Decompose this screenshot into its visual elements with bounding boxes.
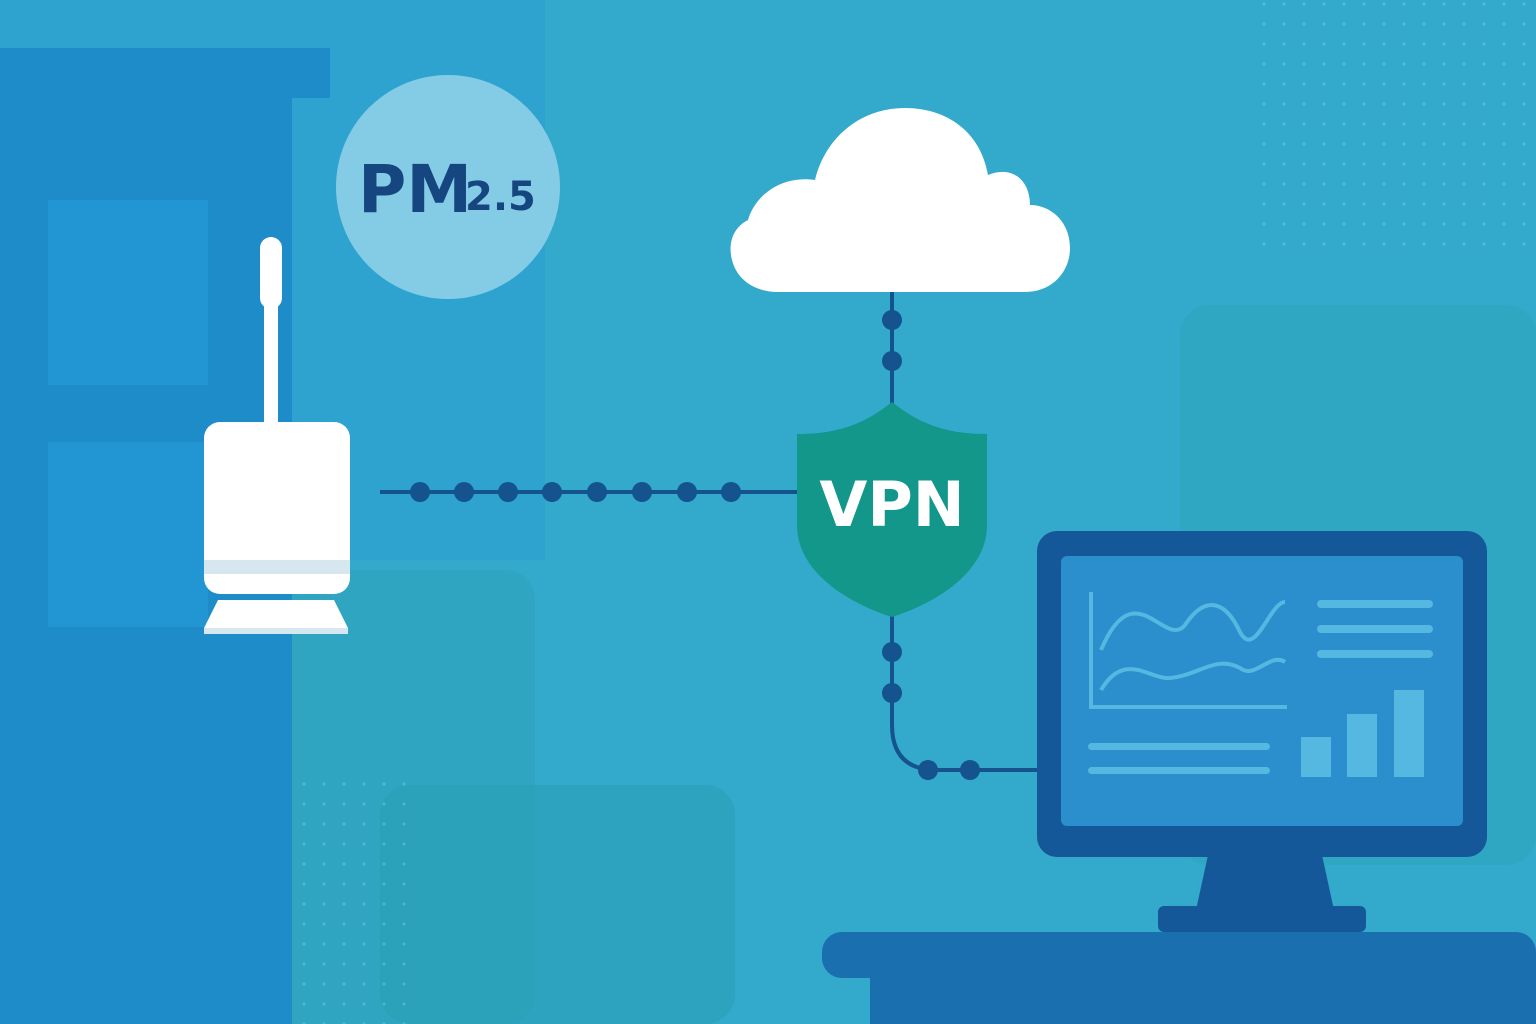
building-icon bbox=[0, 48, 330, 1024]
desk-icon bbox=[822, 932, 1536, 1024]
pm-sub-label: 2.5 bbox=[465, 174, 536, 220]
air-sensor-icon bbox=[204, 237, 350, 634]
cloud-icon bbox=[730, 108, 1070, 292]
link-node bbox=[721, 482, 741, 502]
link-node bbox=[677, 482, 697, 502]
cloud-to-vpn-link bbox=[882, 292, 902, 408]
link-node bbox=[542, 482, 562, 502]
link-node bbox=[454, 482, 474, 502]
vpn-label: VPN bbox=[819, 468, 964, 541]
pm-label: PM bbox=[358, 151, 472, 228]
line-chart-icon bbox=[1089, 592, 1287, 709]
background-panel-bottom-2 bbox=[380, 785, 735, 1024]
vpn-shield-icon: VPN bbox=[797, 402, 987, 617]
link-node bbox=[587, 482, 607, 502]
link-node bbox=[498, 482, 518, 502]
link-node bbox=[632, 482, 652, 502]
monitor-icon bbox=[1037, 531, 1487, 932]
pm25-badge-icon: PM 2.5 bbox=[336, 75, 560, 299]
link-node bbox=[410, 482, 430, 502]
vpn-to-monitor-link bbox=[882, 615, 1040, 780]
bar-chart-icon bbox=[1301, 690, 1424, 777]
dot-pattern-top-right bbox=[1250, 0, 1536, 250]
sensor-to-vpn-link bbox=[380, 482, 800, 502]
text-lines bbox=[1088, 600, 1433, 774]
